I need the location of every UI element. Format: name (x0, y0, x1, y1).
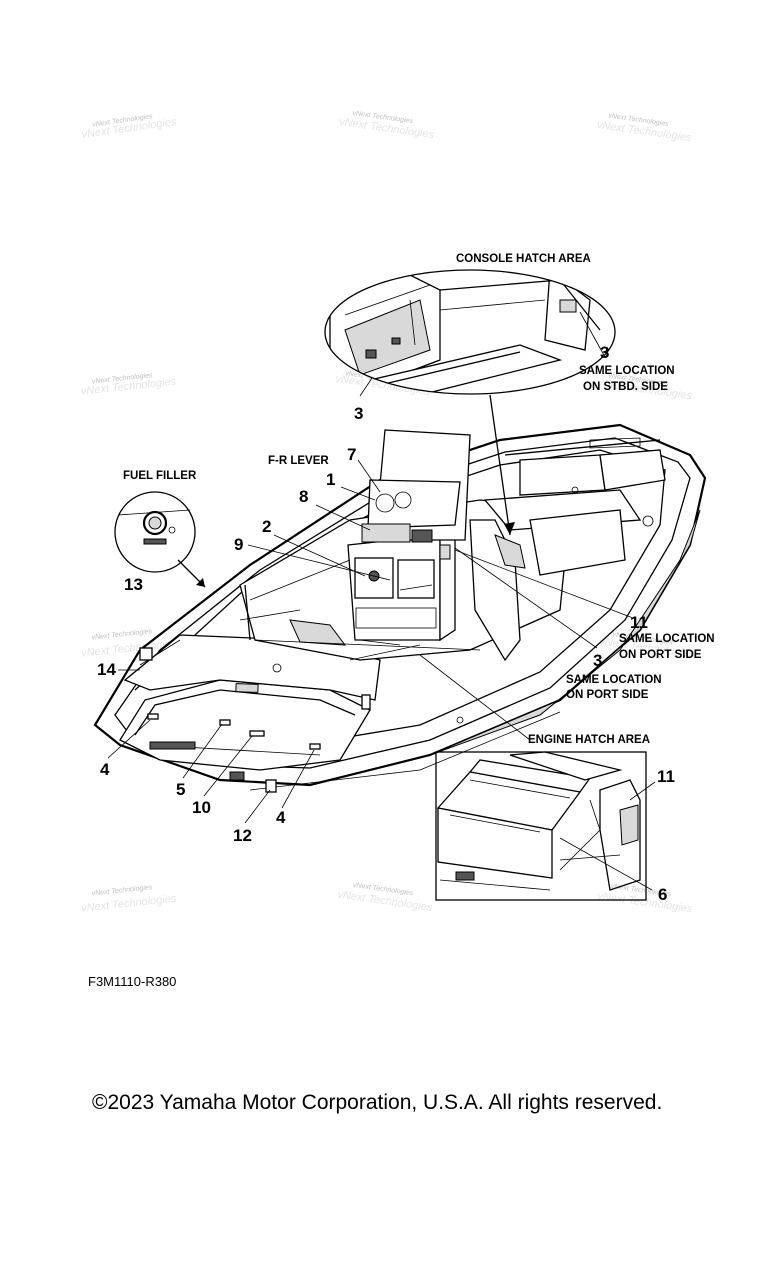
watermark-mid-left: vNext Technologies vNext Technologies (80, 372, 177, 398)
callout-14: 14 (97, 660, 116, 679)
callout-4-right: 4 (276, 808, 286, 827)
watermark-bottom-center: vNext Technologies vNext Technologies (337, 882, 434, 914)
callout-13: 13 (124, 575, 143, 594)
fuel-filler-inset (114, 491, 206, 588)
svg-text:vNext Technologies: vNext Technologies (91, 628, 153, 641)
callout-numbers: 3 3 7 1 8 2 9 13 11 3 14 4 5 10 4 12 11 … (97, 343, 675, 904)
same-location-port-b-line2: ON PORT SIDE (566, 689, 649, 701)
watermark-top-center: vNext Technologies vNext Technologies (338, 110, 435, 142)
callout-3-port: 3 (593, 651, 602, 670)
callout-3-stbd: 3 (600, 343, 609, 362)
callout-1: 1 (326, 470, 335, 489)
console-hatch-inset-border (324, 269, 616, 395)
copyright-notice: ©2023 Yamaha Motor Corporation, U.S.A. A… (92, 1091, 662, 1114)
fr-lever-label: F-R LEVER (268, 455, 329, 467)
boat-hull-drawing (93, 423, 707, 793)
console-hatch-area-label: CONSOLE HATCH AREA (456, 253, 591, 265)
callout-8: 8 (299, 487, 308, 506)
callout-9: 9 (234, 535, 243, 554)
console-hatch-inset (324, 269, 616, 395)
same-location-port-b-line1: SAME LOCATION (566, 674, 662, 686)
text-labels: CONSOLE HATCH AREA SAME LOCATION ON STBD… (123, 253, 715, 746)
callout-2: 2 (262, 517, 271, 536)
callout-6: 6 (658, 885, 667, 904)
fuel-filler-label: FUEL FILLER (123, 470, 197, 482)
engine-hatch-inset (435, 751, 647, 901)
watermark-top-right: vNext Technologies vNext Technologies (596, 113, 693, 145)
callout-11-engine: 11 (657, 767, 675, 786)
callout-3-console: 3 (354, 404, 363, 423)
watermark-top-left: vNext Technologies vNext Technologies (81, 113, 178, 141)
leader-lines (107, 311, 656, 891)
callout-11-port: 11 (630, 613, 648, 632)
callout-4-left: 4 (100, 760, 110, 779)
callout-12: 12 (233, 826, 252, 845)
same-location-stbd-line2: ON STBD. SIDE (583, 381, 668, 393)
callout-10: 10 (192, 798, 211, 817)
engine-hatch-area-label: ENGINE HATCH AREA (528, 734, 650, 746)
callout-5: 5 (176, 780, 185, 799)
callout-7: 7 (347, 445, 356, 464)
same-location-stbd-line1: SAME LOCATION (579, 365, 675, 377)
fuel-cap-icon (142, 510, 168, 536)
figure-code: F3M1110-R380 (88, 974, 176, 989)
fuel-filler-inset-border (114, 491, 196, 573)
watermark-bottom-left: vNext Technologies vNext Technologies (81, 884, 178, 915)
same-location-port-a-line1: SAME LOCATION (619, 633, 715, 645)
same-location-port-a-line2: ON PORT SIDE (619, 649, 702, 661)
